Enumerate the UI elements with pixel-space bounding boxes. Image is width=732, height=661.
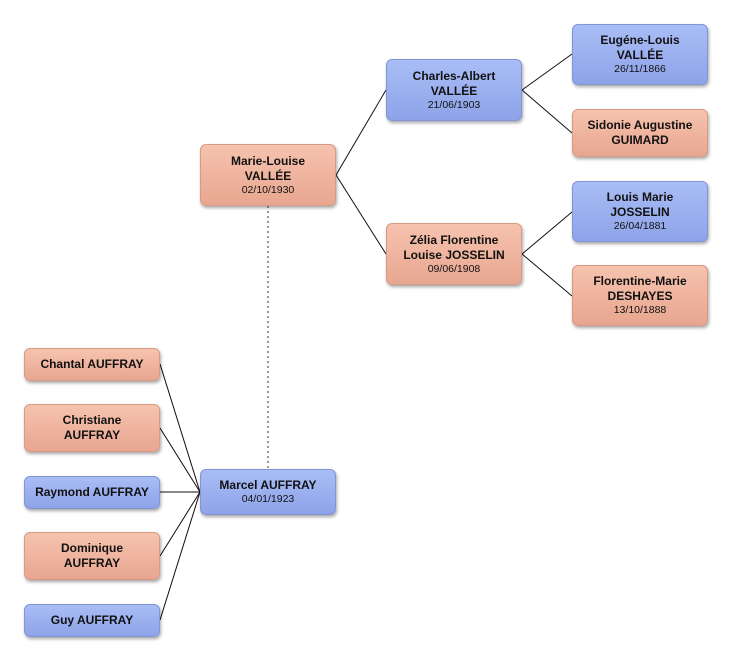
person-name: Raymond AUFFRAY — [35, 485, 149, 499]
person-guy[interactable]: Guy AUFFRAY — [24, 604, 160, 637]
person-name: Christiane AUFFRAY — [62, 413, 122, 442]
person-date: 21/06/1903 — [427, 98, 481, 111]
link-charles-albert-sidonie — [521, 89, 573, 134]
person-dominique[interactable]: Dominique AUFFRAY — [24, 532, 160, 580]
link-marcel-dominique — [159, 491, 201, 557]
person-raymond[interactable]: Raymond AUFFRAY — [24, 476, 160, 509]
person-name: Marcel AUFFRAY — [219, 478, 317, 492]
person-date: 26/04/1881 — [613, 220, 667, 232]
person-name: Florentine-Marie DESHAYES — [593, 274, 687, 303]
person-christiane[interactable]: Christiane AUFFRAY — [24, 404, 160, 452]
person-marcel[interactable]: Marcel AUFFRAY 04/01/1923 — [200, 469, 336, 515]
person-name: Zélia Florentine Louise JOSSELIN — [403, 232, 505, 262]
person-name: Dominique AUFFRAY — [61, 541, 123, 570]
person-name: Guy AUFFRAY — [50, 613, 134, 627]
link-charles-albert-eugene — [521, 53, 573, 91]
person-date: 13/10/1888 — [613, 304, 667, 316]
person-chantal[interactable]: Chantal AUFFRAY — [24, 348, 160, 381]
person-florentine-marie[interactable]: Florentine-Marie DESHAYES 13/10/1888 — [572, 265, 708, 326]
person-name: Louis Marie JOSSELIN — [606, 190, 674, 219]
person-date: 02/10/1930 — [241, 183, 295, 196]
person-eugene-louis[interactable]: Eugéne-Louis VALLÉE 26/11/1866 — [572, 24, 708, 85]
link-zelia-louis-marie — [521, 211, 573, 255]
person-charles-albert[interactable]: Charles-Albert VALLÉE 21/06/1903 — [386, 59, 522, 121]
person-name: Sidonie Augustine GUIMARD — [587, 118, 693, 147]
person-marie-louise[interactable]: Marie-Louise VALLÉE 02/10/1930 — [200, 144, 336, 206]
person-date: 09/06/1908 — [427, 262, 481, 275]
person-louis-marie[interactable]: Louis Marie JOSSELIN 26/04/1881 — [572, 181, 708, 242]
link-marie-louise-charles-albert — [335, 89, 387, 176]
person-date: 26/11/1866 — [614, 63, 666, 75]
link-marie-louise-zelia — [335, 174, 387, 255]
link-zelia-florentine — [521, 253, 573, 297]
person-name: Charles-Albert VALLÉE — [412, 68, 496, 98]
link-marcel-guy — [159, 491, 201, 621]
link-marcel-chantal — [159, 363, 201, 493]
person-name: Eugéne-Louis VALLÉE — [600, 33, 680, 62]
person-name: Marie-Louise VALLÉE — [230, 153, 305, 183]
link-marcel-christiane — [159, 427, 201, 493]
person-date: 04/01/1923 — [241, 493, 295, 505]
person-sidonie[interactable]: Sidonie Augustine GUIMARD — [572, 109, 708, 157]
person-zelia[interactable]: Zélia Florentine Louise JOSSELIN 09/06/1… — [386, 223, 522, 285]
person-name: Chantal AUFFRAY — [40, 357, 144, 371]
